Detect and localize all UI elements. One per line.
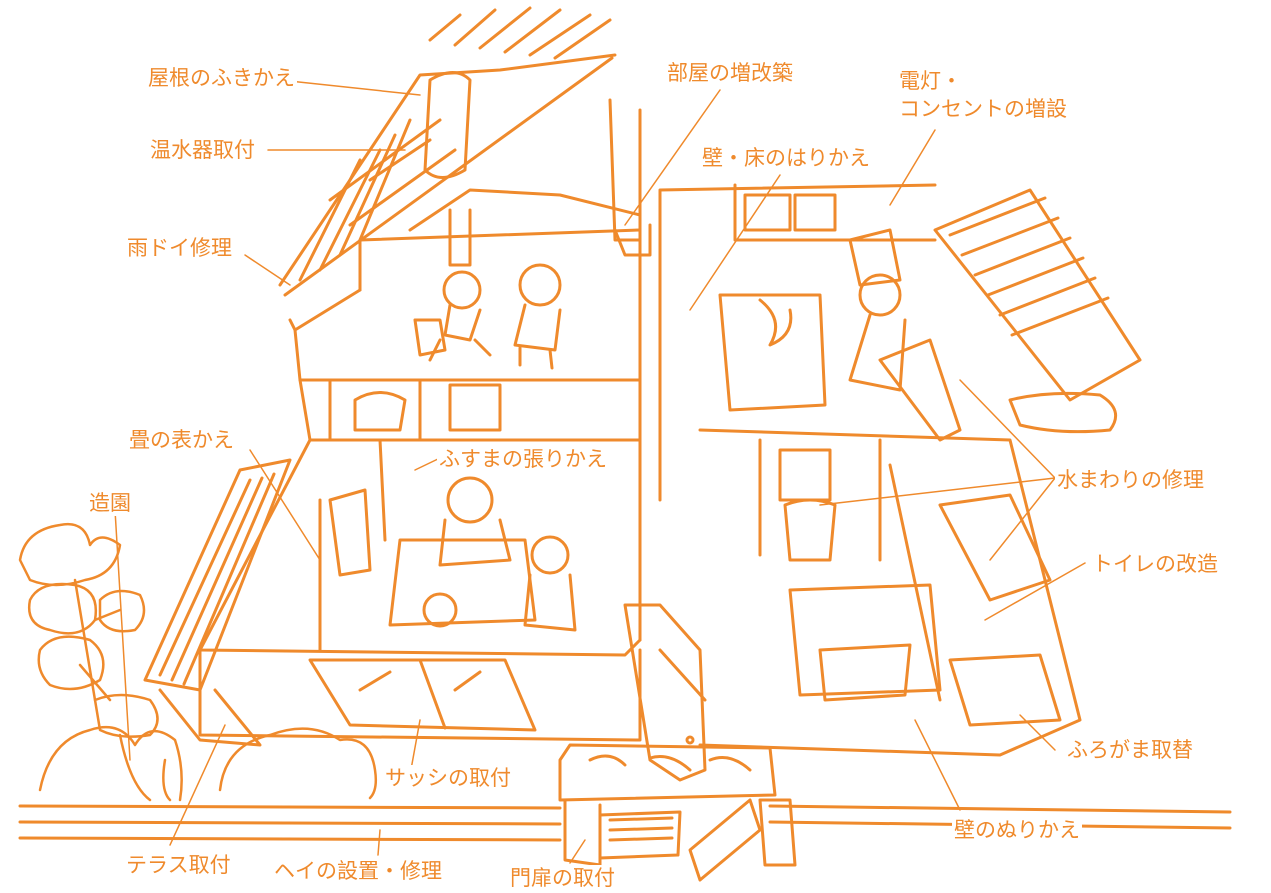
leader-lines bbox=[114, 79, 1086, 864]
label-sash: サッシの取付 bbox=[383, 765, 513, 791]
label-toilet: トイレの改造 bbox=[1090, 551, 1220, 577]
entrance-door bbox=[623, 603, 707, 782]
label-fence: ヘイの設置・修理 bbox=[272, 858, 444, 884]
right-house bbox=[658, 183, 1082, 757]
label-lighting-line1: 電灯・ bbox=[897, 68, 964, 94]
label-landscaping: 造園 bbox=[87, 490, 133, 516]
label-wall-floor: 壁・床のはりかえ bbox=[700, 145, 872, 171]
label-lighting-line2: コンセントの増設 bbox=[897, 96, 1069, 122]
garden-tree bbox=[18, 522, 172, 802]
label-gate: 門扉の取付 bbox=[508, 865, 617, 891]
label-gutter: 雨ドイ修理 bbox=[125, 235, 234, 261]
upper-room bbox=[293, 98, 652, 502]
label-tatami: 畳の表かえ bbox=[127, 427, 236, 453]
label-roof: 屋根のふきかえ bbox=[146, 65, 297, 91]
label-room-extension: 部屋の増改築 bbox=[665, 60, 795, 86]
carport bbox=[933, 188, 1142, 434]
gate-area bbox=[558, 743, 797, 882]
tatami-room bbox=[198, 378, 642, 657]
terrace-awning bbox=[143, 458, 292, 747]
label-wall-paint: 壁のぬりかえ bbox=[952, 817, 1082, 843]
label-fusuma: ふすまの張りかえ bbox=[437, 446, 609, 472]
label-bath-boiler: ふろがま取替 bbox=[1065, 737, 1195, 763]
label-terrace: テラス取付 bbox=[124, 852, 233, 878]
roof bbox=[278, 6, 617, 332]
label-plumbing: 水まわりの修理 bbox=[1055, 467, 1206, 493]
front-sash bbox=[198, 648, 642, 742]
label-water-heater: 温水器取付 bbox=[148, 137, 257, 163]
